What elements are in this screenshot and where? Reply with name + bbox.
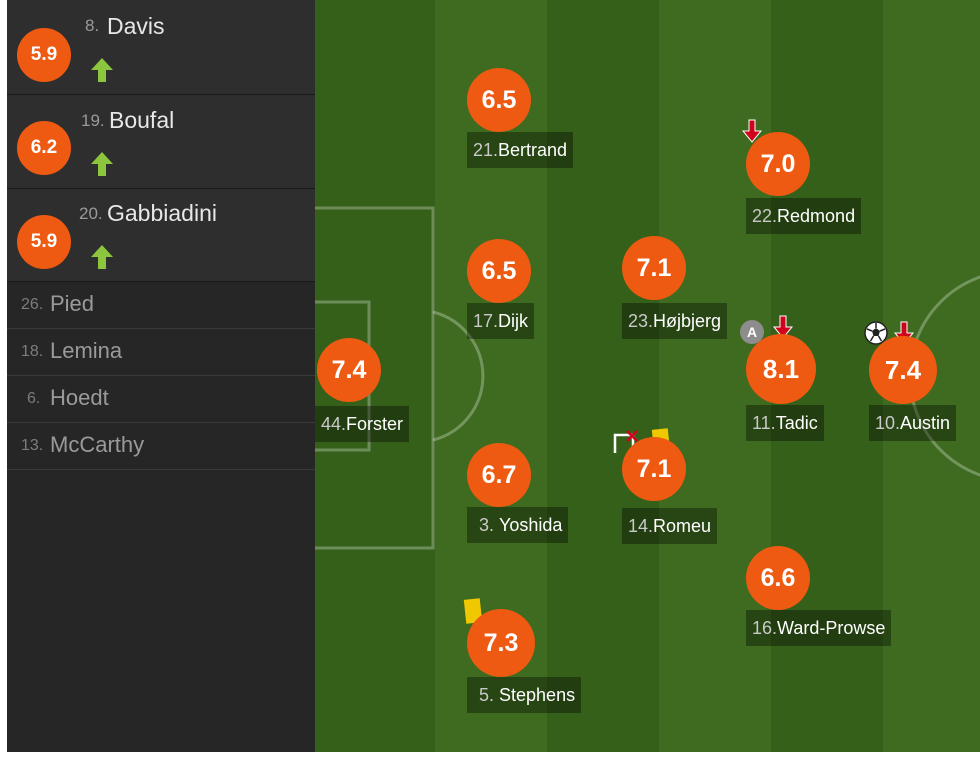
player-number: 6. bbox=[27, 390, 41, 407]
player-name: Bertrand bbox=[498, 140, 568, 160]
substitutes-panel: 5.9 8. Davis 6.2 19. Boufal 5.9 20. Gabb… bbox=[7, 0, 315, 752]
player-number: 8. bbox=[85, 16, 100, 35]
player-rating-badge: 7.0 bbox=[746, 132, 810, 196]
player-name: Hoedt bbox=[50, 385, 109, 410]
player-number: 16. bbox=[752, 618, 778, 638]
substitute-row-davis[interactable]: 5.9 8. Davis bbox=[7, 0, 315, 95]
player-number: 11. bbox=[752, 413, 776, 433]
player-number: 22. bbox=[752, 206, 778, 226]
player-label: 22.Redmond bbox=[746, 198, 862, 234]
player-label: 21.Bertrand bbox=[467, 132, 574, 168]
player-number: 23. bbox=[628, 311, 654, 331]
player-rating-badge: 8.1 bbox=[746, 334, 816, 404]
player-rating-badge: 7.1 bbox=[622, 236, 686, 300]
substitute-row-gabbiadini[interactable]: 5.9 20. Gabbiadini bbox=[7, 189, 315, 282]
player-rating-badge: 7.4 bbox=[317, 338, 381, 402]
penalty-box bbox=[315, 206, 435, 550]
player-number: 21. bbox=[473, 140, 499, 160]
player-name: Dijk bbox=[498, 311, 529, 331]
sub-out-arrow-icon bbox=[741, 119, 763, 143]
goal-ball-icon bbox=[864, 321, 888, 345]
player-label: 23.Højbjerg bbox=[622, 303, 728, 339]
player-rating-badge: 6.7 bbox=[467, 443, 531, 507]
player-name: Pied bbox=[50, 291, 95, 316]
player-label: 44.Forster bbox=[315, 406, 410, 442]
bench-row-pied[interactable]: 26. Pied bbox=[7, 282, 315, 329]
player-name: Austin bbox=[900, 413, 951, 433]
player-number: 14. bbox=[628, 516, 654, 536]
player-name: Stephens bbox=[499, 685, 576, 705]
player-label: 3.Yoshida bbox=[467, 507, 569, 543]
player-rating-badge: 6.5 bbox=[467, 68, 531, 132]
player-name: Davis bbox=[107, 13, 165, 39]
player-rating-badge: 6.6 bbox=[746, 546, 810, 610]
player-number: 26. bbox=[21, 296, 44, 313]
player-label: 5.Stephens bbox=[467, 677, 582, 713]
player-number: 18. bbox=[21, 343, 44, 360]
player-rating-badge: 7.1 bbox=[622, 437, 686, 501]
pitch-stripe bbox=[547, 0, 659, 752]
bench-row-mccarthy[interactable]: 13. McCarthy bbox=[7, 423, 315, 470]
player-name: Tadic bbox=[775, 413, 818, 433]
player-number: 13. bbox=[21, 437, 44, 454]
player-name: Boufal bbox=[109, 107, 175, 133]
player-rating-badge: 7.3 bbox=[467, 609, 535, 677]
player-name: Gabbiadini bbox=[107, 200, 217, 226]
player-number: 3. bbox=[479, 515, 495, 535]
player-label: 17.Dijk bbox=[467, 303, 535, 339]
substitute-row-boufal[interactable]: 6.2 19. Boufal bbox=[7, 95, 315, 189]
player-name: McCarthy bbox=[50, 432, 145, 457]
player-number: 17. bbox=[473, 311, 499, 331]
player-name: Yoshida bbox=[499, 515, 563, 535]
sub-in-arrow-icon bbox=[91, 58, 113, 82]
player-name: Lemina bbox=[50, 338, 123, 363]
penalty-arc bbox=[432, 310, 485, 442]
sub-in-arrow-icon bbox=[91, 152, 113, 176]
player-name: Romeu bbox=[653, 516, 712, 536]
player-rating-badge: 5.9 bbox=[17, 215, 71, 269]
player-rating-badge: 6.2 bbox=[17, 121, 71, 175]
player-label: 10.Austin bbox=[869, 405, 957, 441]
player-name: Højbjerg bbox=[653, 311, 722, 331]
sub-out-arrow-icon bbox=[772, 315, 794, 339]
player-number: 20. bbox=[79, 204, 103, 223]
player-rating-badge: 6.5 bbox=[467, 239, 531, 303]
player-number: 10. bbox=[875, 413, 901, 433]
player-name: Ward-Prowse bbox=[777, 618, 886, 638]
player-name: Redmond bbox=[777, 206, 856, 226]
player-label: 11.Tadic bbox=[746, 405, 824, 441]
player-label: 14.Romeu bbox=[622, 508, 718, 544]
player-number: 19. bbox=[81, 111, 105, 130]
player-rating-badge: 7.4 bbox=[869, 336, 937, 404]
player-label: 16.Ward-Prowse bbox=[746, 610, 892, 646]
pitch: 7.4 44.Forster 6.5 21.Bertrand 6.5 17.Di… bbox=[315, 0, 980, 752]
bench-row-lemina[interactable]: 18. Lemina bbox=[7, 329, 315, 376]
bench-row-hoedt[interactable]: 6. Hoedt bbox=[7, 376, 315, 423]
player-rating-badge: 5.9 bbox=[17, 28, 71, 82]
sub-in-arrow-icon bbox=[91, 245, 113, 269]
player-name: Forster bbox=[346, 414, 404, 434]
player-number: 5. bbox=[479, 685, 495, 705]
player-number: 44. bbox=[321, 414, 347, 434]
